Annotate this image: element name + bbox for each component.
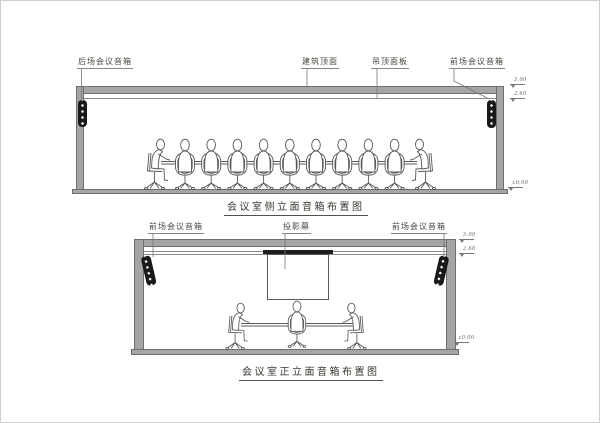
d1-ceiling-band <box>76 86 504 94</box>
d2-person-center <box>287 300 307 348</box>
d1-rear-speaker-icon <box>78 100 87 127</box>
d1-front-speaker-icon <box>487 100 496 128</box>
d2-elevation-mark-panel: 2.60 <box>459 246 476 257</box>
d2-label-front-speaker-right: 前场会议音箱 <box>391 222 447 234</box>
d2-person-right <box>342 302 367 350</box>
d1-label-rear-speaker: 后场会议音箱 <box>77 57 133 69</box>
d1-person <box>227 138 248 190</box>
d2-label-front-speaker-left: 前场会议音箱 <box>148 222 204 234</box>
d2-ceiling-band <box>134 239 456 247</box>
d1-label-building-ceiling: 建筑顶面 <box>301 57 339 69</box>
d1-person <box>332 138 353 190</box>
d1-person-right-end <box>409 138 437 190</box>
d1-floor-band <box>72 189 508 194</box>
d1-person <box>279 138 300 190</box>
d1-person <box>174 138 196 190</box>
d1-person <box>384 138 405 190</box>
d1-right-wall <box>496 86 504 194</box>
d1-person <box>201 138 222 190</box>
d2-floor-band <box>131 349 459 355</box>
d1-person <box>253 138 274 190</box>
d1-label-ceiling-panel: 吊顶面板 <box>371 57 409 69</box>
d1-elevation-mark-floor: ±0.00 <box>508 180 528 191</box>
projection-screen-housing <box>263 250 333 254</box>
d2-elevation-mark-ceiling: 3.00 <box>459 232 476 243</box>
d2-elevation-mark-floor: ±0.00 <box>454 335 474 346</box>
d1-person <box>305 138 327 190</box>
d1-elevation-mark-panel: 2.60 <box>510 91 527 102</box>
d1-suspended-ceiling-line <box>84 98 496 99</box>
d1-leader-front-speaker <box>453 69 490 100</box>
d2-label-projection-screen: 投影幕 <box>282 222 311 234</box>
d1-elevation-mark-ceiling: 3.00 <box>510 77 527 88</box>
projection-screen <box>267 254 329 300</box>
d2-person-left <box>225 302 250 350</box>
d1-title: 会议室侧立面音箱布置图 <box>224 202 368 216</box>
d1-label-front-speaker: 前场会议音箱 <box>449 57 505 69</box>
d1-person <box>358 138 379 190</box>
d1-conference-table <box>161 161 417 165</box>
d2-title: 会议室正立面音箱布置图 <box>239 367 383 381</box>
d2-conference-table <box>241 323 353 327</box>
d1-person-left-end <box>143 138 171 190</box>
